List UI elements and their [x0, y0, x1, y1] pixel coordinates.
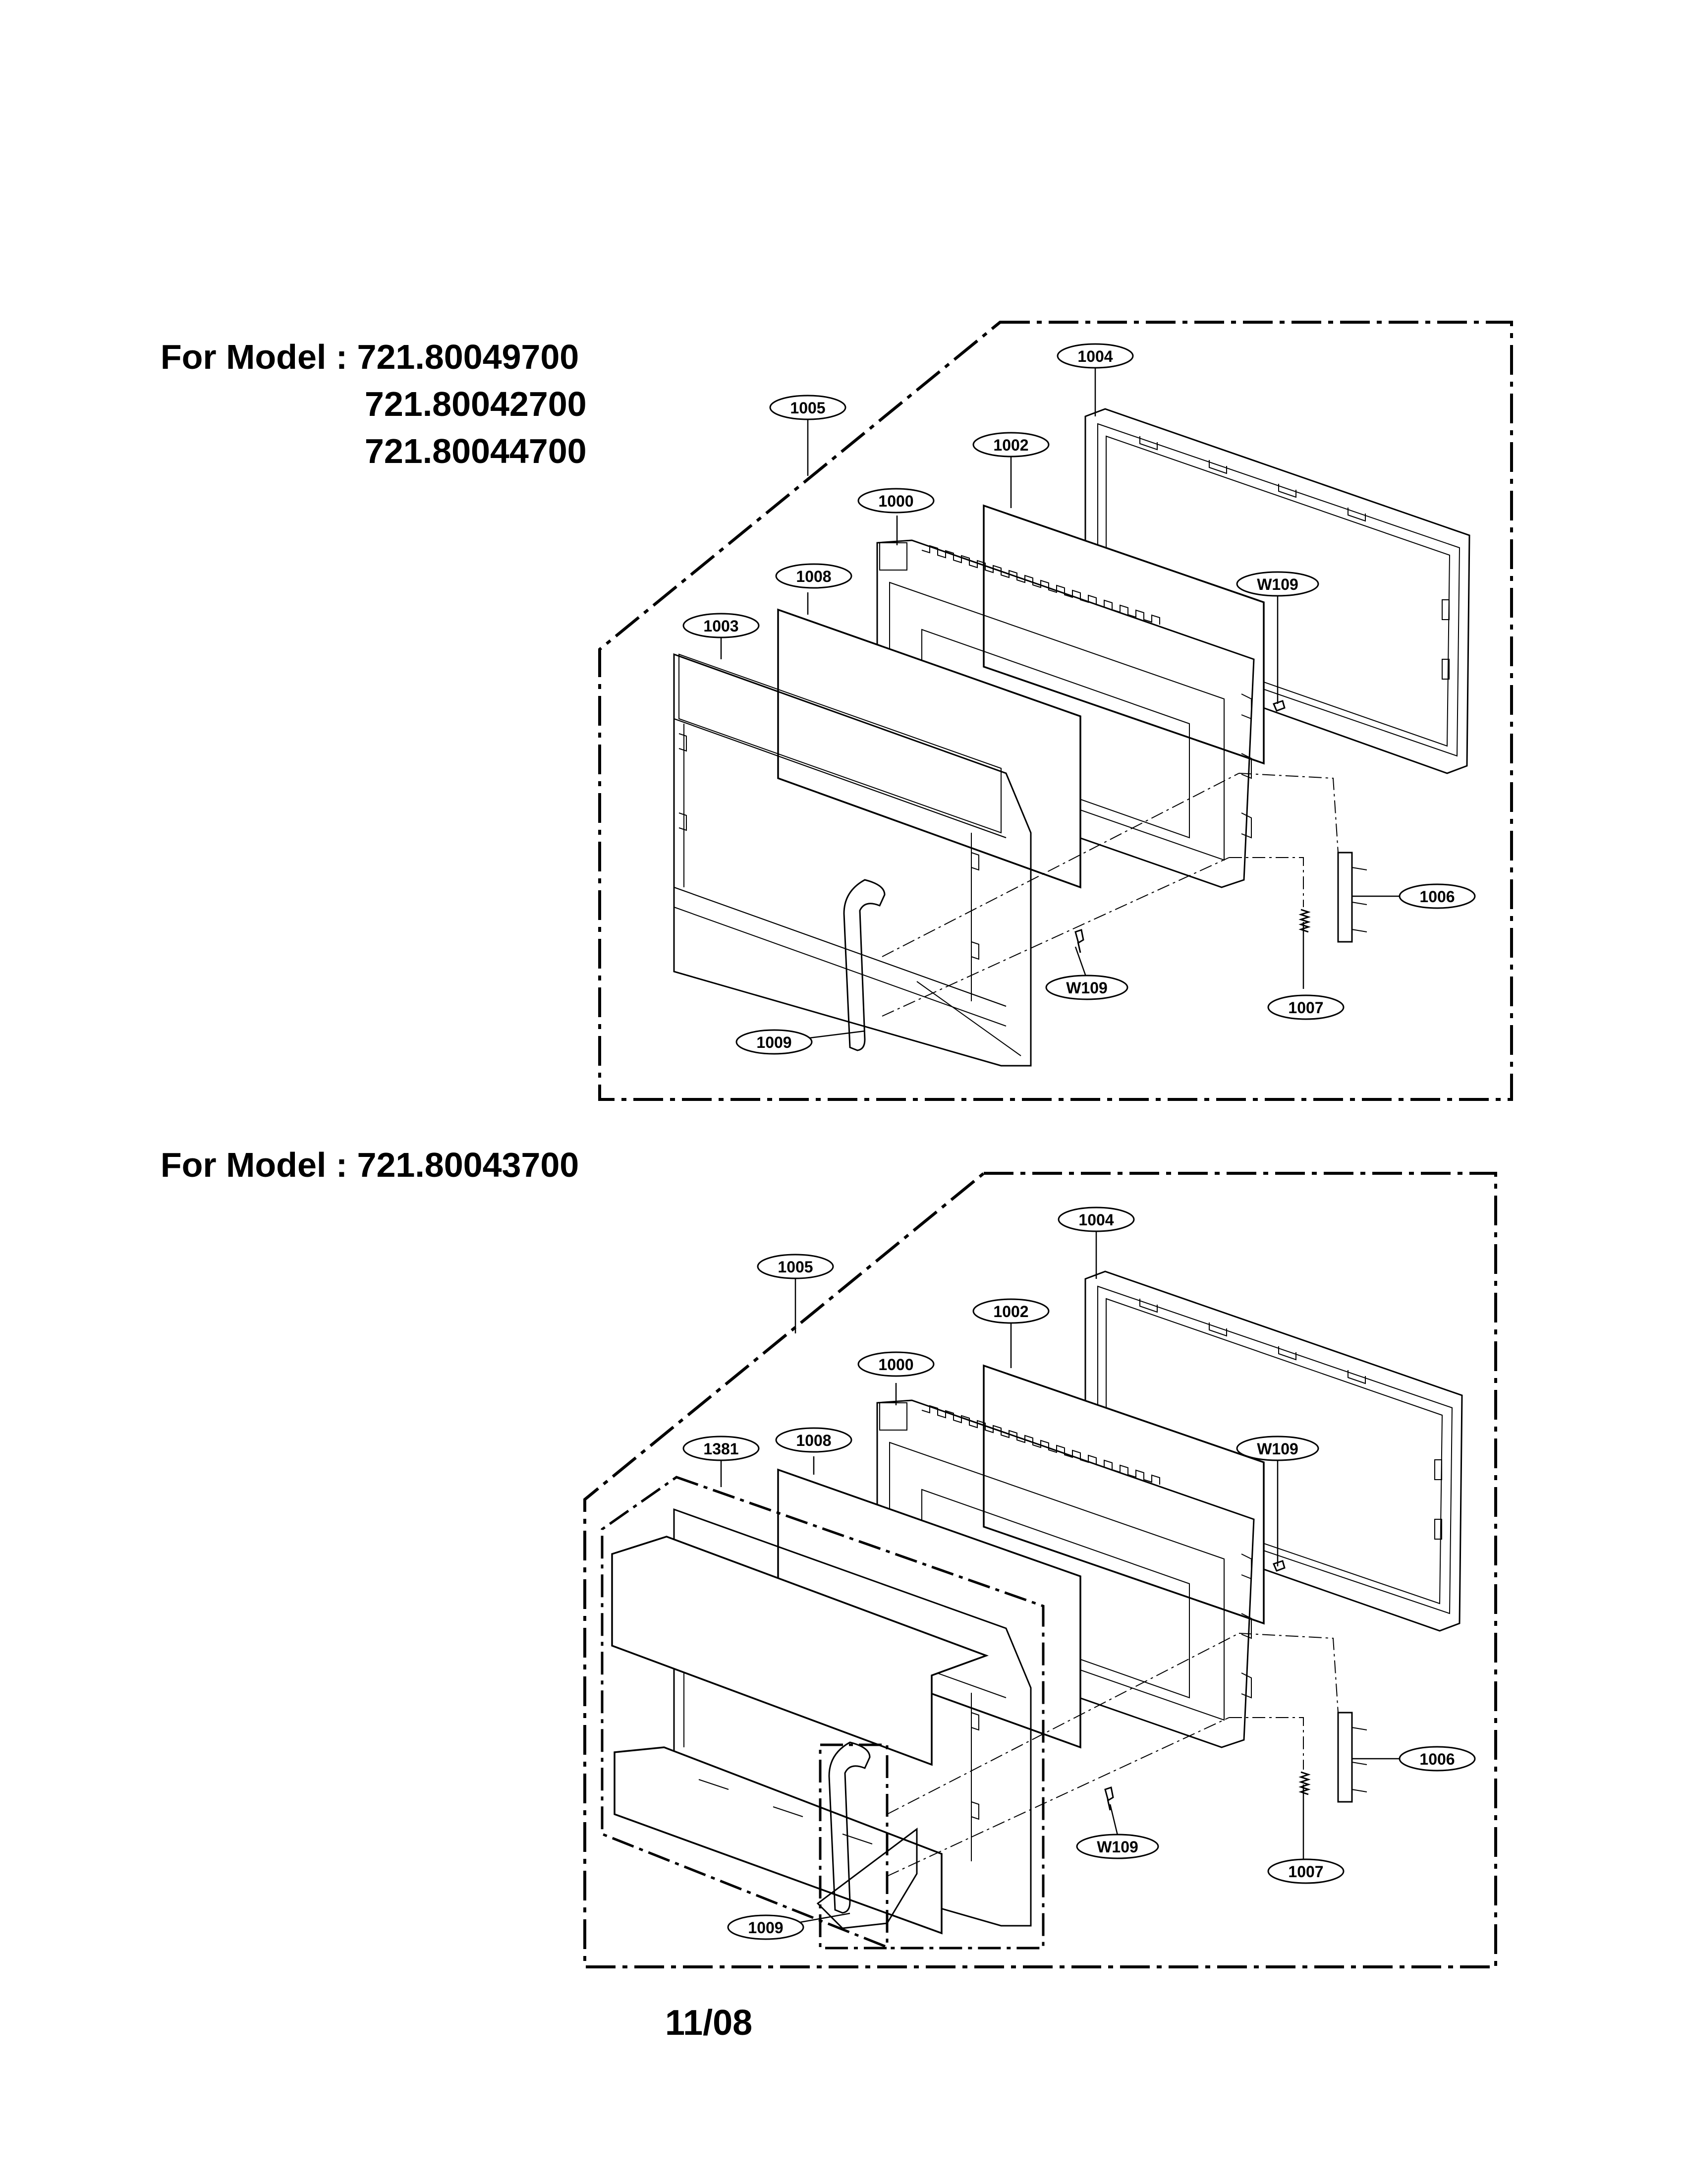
callout-label: 1006	[1419, 1750, 1455, 1768]
callout-label: 1004	[1077, 347, 1113, 365]
callout-label: 1000	[878, 1356, 913, 1374]
door-handle-1009	[828, 1741, 871, 1914]
callout-w109-b: W109	[1045, 975, 1128, 1000]
model-prefix: For Model :	[160, 338, 357, 376]
callout-label: W109	[1066, 979, 1108, 997]
callout-1004: 1004	[1058, 1207, 1135, 1232]
handle-boundary	[819, 1743, 889, 1950]
glass-panel-1002	[983, 1364, 1265, 1625]
callout-label: 1381	[703, 1440, 738, 1458]
screw-bottom-b	[1272, 1560, 1286, 1572]
callout-1000: 1000	[857, 488, 935, 514]
callout-label: 1005	[790, 399, 825, 417]
callout-1009: 1009	[727, 1914, 804, 1940]
model-number: 721.80042700	[364, 385, 587, 423]
callout-label: 1006	[1419, 888, 1455, 906]
callout-1009: 1009	[735, 1029, 813, 1055]
diagram-bottom: 1004 1005 1002 1000 W109 1381 1008 1006 …	[583, 1172, 1497, 1968]
model-label-top-2: 721.80042700	[345, 352, 587, 421]
callout-1381: 1381	[682, 1436, 760, 1461]
diagram-top: 1004 1005 1002 1000 1008 1003 W109 1006 …	[598, 321, 1513, 1101]
callout-label: 1008	[796, 1432, 831, 1449]
assembly-boundary	[598, 321, 1513, 1101]
latch-hook-part	[1337, 1712, 1367, 1803]
callout-1003: 1003	[682, 613, 760, 638]
callout-w109-a: W109	[1236, 1436, 1319, 1461]
screw-bottom-a	[1104, 1786, 1114, 1811]
handle-cover	[816, 1828, 918, 1929]
assembly-boundary	[583, 1172, 1497, 1968]
latch-hook-part	[1337, 852, 1367, 943]
callout-label: 1007	[1288, 1863, 1323, 1881]
bottom-trim-panel	[614, 1746, 943, 1935]
callout-label: W109	[1257, 1440, 1298, 1458]
callout-w109-a: W109	[1236, 571, 1319, 597]
callout-1007: 1007	[1267, 1858, 1345, 1884]
callout-label: 1007	[1288, 999, 1323, 1017]
callout-w109-b: W109	[1076, 1834, 1159, 1859]
model-label-top-1: For Model : 721.80049700	[141, 305, 579, 374]
callout-label: 1009	[748, 1919, 783, 1937]
callout-label: 1004	[1078, 1211, 1114, 1229]
callout-1006: 1006	[1399, 883, 1476, 909]
callout-label: W109	[1257, 575, 1298, 593]
model-number: 721.80049700	[357, 338, 579, 376]
callout-label: 1005	[778, 1258, 813, 1276]
door-front-frame-part	[673, 653, 1032, 1067]
callout-1005: 1005	[757, 1254, 834, 1279]
callout-label: 1002	[993, 1303, 1028, 1321]
callout-1008: 1008	[775, 1427, 852, 1453]
model-number: 721.80044700	[364, 432, 587, 470]
sub-assembly-boundary-1381	[601, 1476, 1045, 1950]
screw-top-b	[1272, 700, 1286, 712]
glass-panel-1002	[983, 504, 1265, 765]
model-prefix: For Model :	[160, 1146, 357, 1184]
callout-1002: 1002	[972, 1298, 1050, 1324]
callout-label: 1003	[703, 617, 738, 635]
callout-label: 1002	[993, 436, 1028, 454]
front-trim-panel	[611, 1536, 989, 1766]
model-label-top-3: 721.80044700	[345, 399, 587, 468]
callout-1002: 1002	[972, 432, 1050, 458]
spring-part	[1298, 909, 1311, 933]
door-handle-1009	[843, 879, 886, 1051]
callout-1007: 1007	[1267, 994, 1345, 1020]
callout-1005: 1005	[769, 395, 846, 420]
callout-1008: 1008	[775, 563, 852, 589]
callout-1000: 1000	[857, 1351, 935, 1377]
callout-label: 1008	[796, 568, 831, 585]
callout-1004: 1004	[1057, 343, 1134, 369]
glass-panel-1008	[777, 608, 1081, 889]
callout-label: W109	[1097, 1838, 1138, 1856]
callout-label: 1009	[756, 1034, 791, 1051]
revision-date: 11/08	[665, 2003, 753, 2043]
screw-top-a	[1074, 929, 1084, 953]
model-label-bottom: For Model : 721.80043700	[141, 1113, 579, 1182]
callout-1006: 1006	[1399, 1746, 1476, 1772]
callout-label: 1000	[878, 492, 913, 510]
model-number: 721.80043700	[357, 1146, 579, 1184]
spring-part	[1298, 1771, 1311, 1795]
